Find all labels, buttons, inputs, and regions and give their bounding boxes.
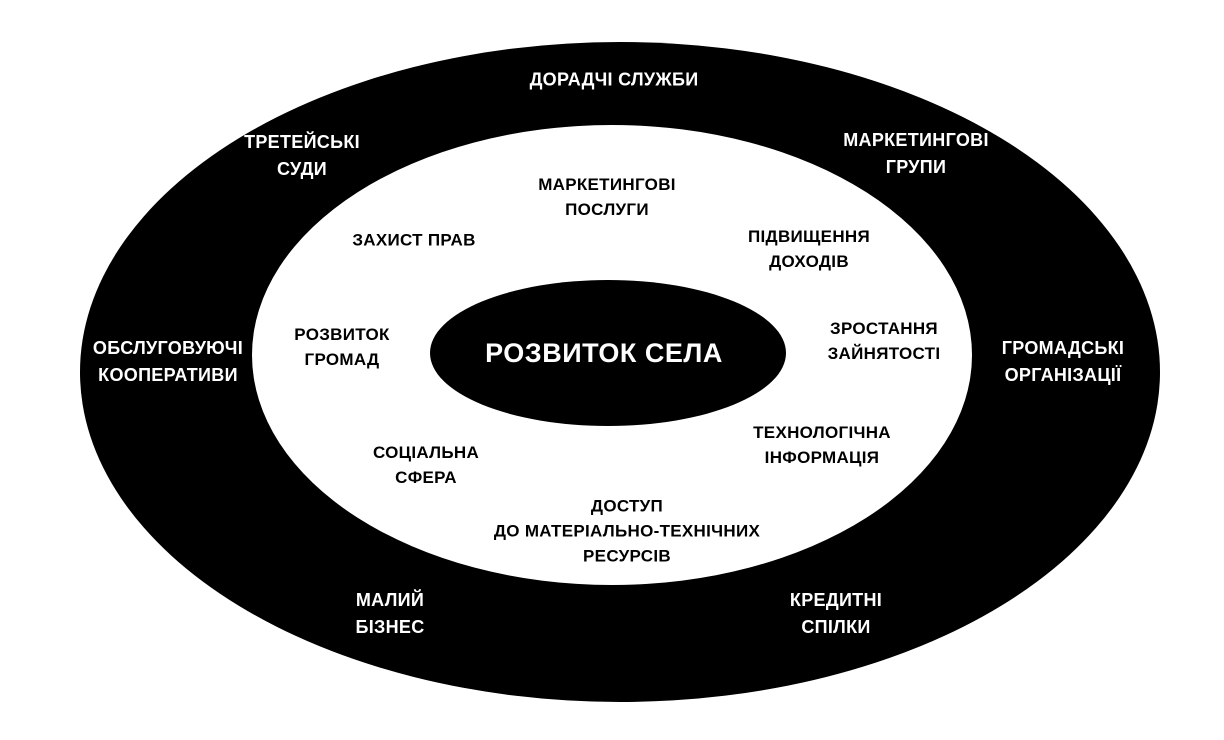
outer-label-obsluhovuiuchi-kooperatyvy: ОБСЛУГОВУЮЧІ КООПЕРАТИВИ [92,338,244,385]
inner-label-zakhyst-prav: ЗАХИСТ ПРАВ [352,230,476,250]
outer-label-marketynhovi-hrupy: МАРКЕТИНГОВІ ГРУПИ [843,130,989,177]
outer-label-doradchi-sluzhby: ДОРАДЧІ СЛУЖБИ [529,69,699,90]
inner-label-tekhnolohichna-informatsiia: ТЕХНОЛОГІЧНА ІНФОРМАЦІЯ [753,423,891,467]
outer-label-malyi-biznes: МАЛИЙ БІЗНЕС [355,590,425,637]
inner-label-rozvytok-hromad: РОЗВИТОК ГРОМАД [294,325,390,369]
core-ellipse [430,280,786,426]
inner-label-pidvyshchennia-dokhodiv: ПІДВИЩЕННЯ ДОХОДІВ [748,227,870,271]
inner-label-marketynhovi-posluhy: МАРКЕТИНГОВІ ПОСЛУГИ [538,175,676,219]
center-label: РОЗВИТОК СЕЛА [485,338,723,368]
outer-label-kredytni-spilky: КРЕДИТНІ СПІЛКИ [789,590,883,637]
outer-label-hromadski-orhanizatsii: ГРОМАДСЬКІ ОРГАНІЗАЦІЇ [1001,338,1125,385]
inner-label-sotsialna-sfera: СОЦІАЛЬНА СФЕРА [372,443,480,487]
inner-label-zrostannia-zainiatosti: ЗРОСТАННЯ ЗАЙНЯТОСТІ [827,319,941,363]
inner-label-dostup-do-resursiv: ДОСТУП ДО МАТЕРІАЛЬНО-ТЕХНІЧНИХ РЕСУРСІВ [493,496,761,566]
outer-label-treteiski-sudy: ТРЕТЕЙСЬКІ СУДИ [244,132,360,179]
